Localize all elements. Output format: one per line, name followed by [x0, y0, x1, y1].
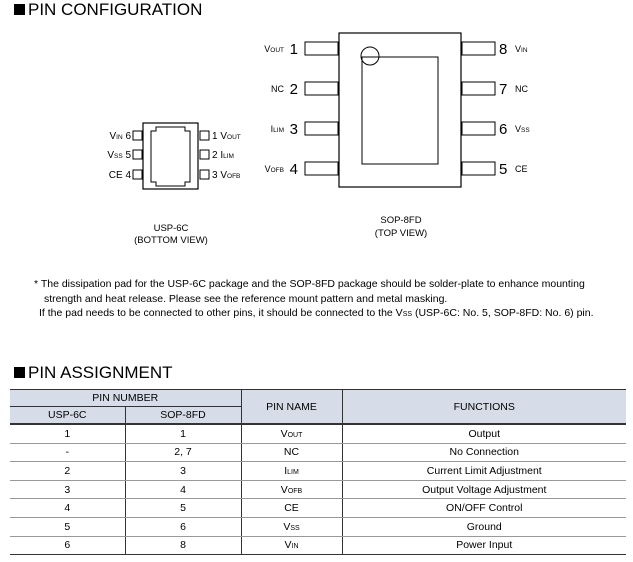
table-row: 2 3 ILIM Current Limit Adjustment	[10, 461, 626, 481]
title-square-icon	[14, 4, 25, 15]
sop8fd-label-left-1-num: 2	[290, 81, 298, 98]
note-line-3: If the pad needs to be connected to othe…	[39, 307, 594, 319]
sop8fd-label-left-3-num: 4	[290, 161, 298, 178]
sop8fd-label-left-2-num: 3	[290, 121, 298, 138]
usp6c-pin-4	[132, 169, 143, 180]
table-row: 1 1 VOUT Output	[10, 422, 626, 444]
sop8fd-label-right-0-name: VIN	[515, 44, 528, 54]
usp6c-label-right-1: 2 ILIM	[212, 150, 234, 161]
usp6c-label-right-2: 3 VOFB	[212, 170, 240, 181]
table-row: - 2, 7 NC No Connection	[10, 442, 626, 463]
usp6c-caption: USP-6C	[154, 223, 189, 234]
pin-assignment-table: PIN NUMBER PIN NAME FUNCTIONS USP-6C SOP…	[10, 389, 626, 556]
sop8fd-pin-1	[304, 41, 339, 56]
usp6c-pin-5	[132, 149, 143, 160]
pin-configuration-title: PIN CONFIGURATION	[14, 0, 202, 20]
sop8fd-label-left-0-num: 1	[290, 41, 298, 58]
package-diagrams: VIN 6 VSS 5 CE 4 1 VOUT 2 ILIM 3 VOFB VO…	[107, 32, 530, 246]
usp6c-package	[132, 122, 210, 190]
usp6c-body	[142, 122, 199, 190]
sop8fd-pin-4	[304, 161, 339, 176]
sop8fd-package	[304, 32, 496, 188]
usp6c-view: (BOTTOM VIEW)	[134, 235, 208, 246]
sop8fd-label-right-1-name: NC	[515, 84, 528, 94]
usp6c-pin-2	[199, 149, 210, 160]
usp6c-pin-6	[132, 130, 143, 141]
usp6c-pin-3	[199, 169, 210, 180]
sop8fd-pin-5	[461, 161, 496, 176]
sop8fd-label-right-3-name: CE	[515, 164, 528, 174]
sop8fd-pin-8	[461, 41, 496, 56]
sop8fd-pin-3	[304, 121, 339, 136]
sop8fd-pin-6	[461, 121, 496, 136]
header-pin-number: PIN NUMBER	[10, 389, 242, 407]
sop8fd-label-right-2-num: 6	[499, 121, 507, 138]
header-sop8fd: SOP-8FD	[124, 406, 242, 425]
table-row: 6 8 VIN Power Input	[10, 535, 626, 556]
sop8fd-label-right-3-num: 5	[499, 161, 507, 178]
title-square-icon	[14, 367, 25, 378]
note-line-2: strength and heat release. Please see th…	[44, 293, 448, 305]
usp6c-pad	[150, 126, 191, 187]
usp6c-label-left-2: CE 4	[109, 170, 132, 181]
note-line-1: * The dissipation pad for the USP-6C pac…	[34, 278, 585, 290]
pin-assignment-title: PIN ASSIGNMENT	[14, 363, 173, 383]
sop8fd-body	[338, 32, 462, 188]
sop8fd-label-right-1-num: 7	[499, 81, 507, 98]
table-row: 4 5 CE ON/OFF Control	[10, 498, 626, 518]
sop8fd-pad	[361, 56, 439, 165]
header-pin-name: PIN NAME	[240, 389, 343, 425]
header-functions: FUNCTIONS	[341, 389, 626, 425]
sop8fd-label-left-0-name: VOUT	[264, 44, 284, 54]
sop8fd-pin-7	[461, 81, 496, 96]
sop8fd-label-left-3-name: VOFB	[265, 164, 284, 174]
usp6c-pin-1	[199, 130, 210, 141]
sop8fd-caption: SOP-8FD	[380, 215, 421, 226]
usp6c-label-left-1: VSS 5	[107, 150, 131, 161]
sop8fd-label-right-0-num: 8	[499, 41, 507, 58]
header-usp6c: USP-6C	[10, 406, 126, 425]
sop8fd-label-left-2-name: ILIM	[271, 124, 284, 134]
table-row: 5 6 VSS Ground	[10, 516, 626, 537]
sop8fd-pin-2	[304, 81, 339, 96]
usp6c-label-right-0: 1 VOUT	[212, 131, 241, 142]
sop8fd-view: (TOP VIEW)	[375, 228, 427, 239]
sop8fd-label-right-2-name: VSS	[515, 124, 530, 134]
sop8fd-label-left-1-name: NC	[271, 84, 284, 94]
pin1-marker-icon	[360, 46, 380, 66]
table-row: 3 4 VOFB Output Voltage Adjustment	[10, 479, 626, 500]
usp6c-label-left-0: VIN 6	[109, 131, 131, 142]
